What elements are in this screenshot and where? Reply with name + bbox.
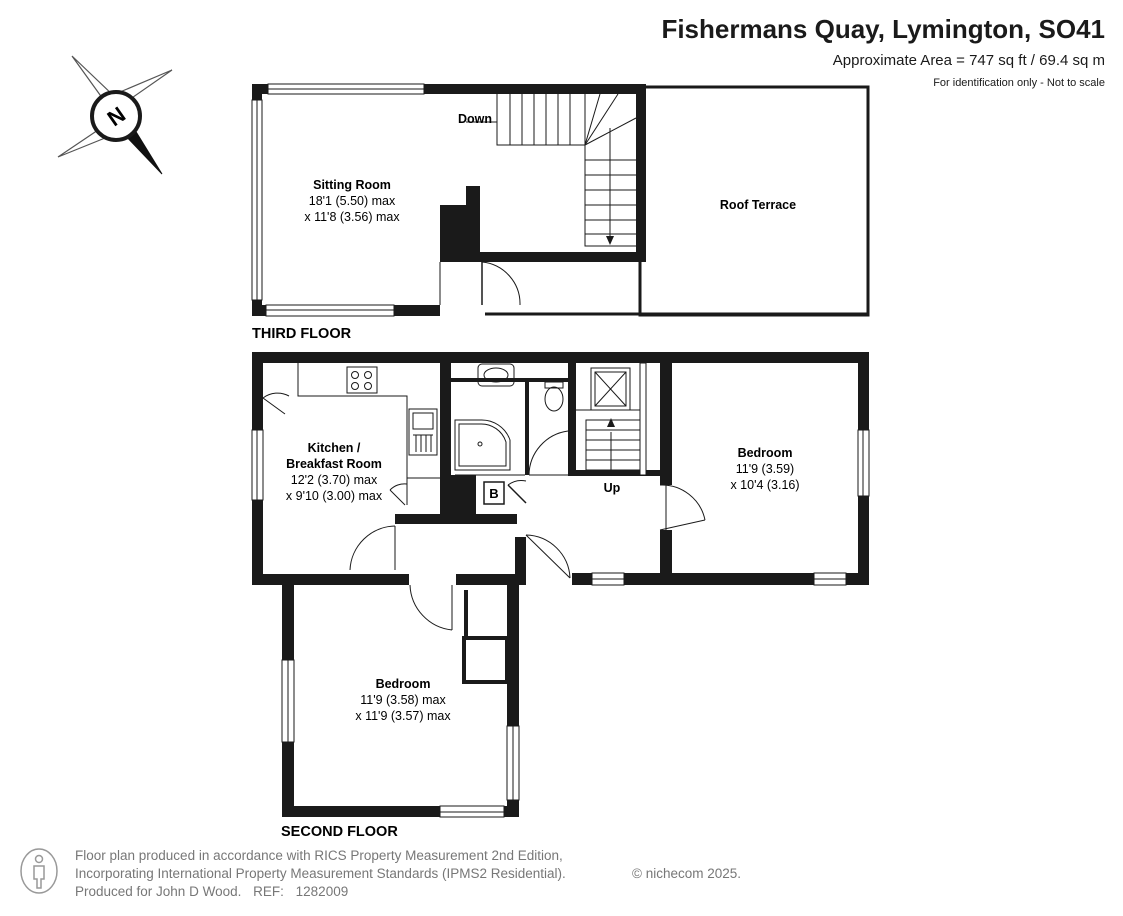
kitchen-name-line1: Kitchen /	[308, 441, 361, 455]
footer-line1: Floor plan produced in accordance with R…	[75, 848, 563, 863]
property-title: Fishermans Quay, Lymington, SO41	[661, 14, 1105, 44]
copyright: © nichecom 2025.	[632, 866, 742, 881]
produced-for: Produced for John D Wood.	[75, 884, 242, 899]
approximate-area: Approximate Area = 747 sq ft / 69.4 sq m	[832, 52, 1105, 69]
kitchen-dim2: x 9'10 (3.00) max	[286, 489, 383, 503]
bedroom-right-dim2: x 10'4 (3.16)	[730, 478, 799, 492]
ref-value: 1282009	[295, 884, 349, 899]
second-floor-label: SECOND FLOOR	[281, 824, 398, 840]
kitchen-name-line2: Breakfast Room	[286, 457, 382, 471]
second-floor-plan: B Up	[251, 352, 870, 840]
second-floor-stairs-label: Up	[604, 481, 621, 495]
bedroom-right-name: Bedroom	[738, 446, 793, 460]
identification-note: For identification only - Not to scale	[933, 77, 1105, 89]
third-floor-plan: Down Sitting Room 18'1 (5.50) max x 11'8…	[251, 83, 870, 342]
bedroom-bottom-dim1: 11'9 (3.58) max	[360, 693, 446, 707]
compass-icon: N	[57, 55, 173, 175]
kitchen-dim1: 12'2 (3.70) max	[291, 473, 378, 487]
boiler-label: B	[489, 486, 498, 501]
third-floor-stairs-label: Down	[458, 112, 492, 126]
footer-line3: Produced for John D Wood. REF: 1282009	[75, 884, 356, 899]
ref-label: REF:	[253, 884, 284, 899]
footer-line2: Incorporating International Property Mea…	[75, 866, 566, 881]
bedroom-right-dim1: 11'9 (3.59)	[736, 462, 794, 476]
third-floor-label: THIRD FLOOR	[252, 326, 352, 342]
bedroom-bottom-dim2: x 11'9 (3.57) max	[355, 709, 451, 723]
bedroom-bottom-name: Bedroom	[376, 677, 431, 691]
sitting-room-name: Sitting Room	[313, 178, 391, 192]
person-icon	[20, 848, 58, 894]
roof-terrace-name: Roof Terrace	[720, 198, 796, 212]
sitting-room-dim2: x 11'8 (3.56) max	[304, 210, 400, 224]
sitting-room-dim1: 18'1 (5.50) max	[309, 194, 396, 208]
